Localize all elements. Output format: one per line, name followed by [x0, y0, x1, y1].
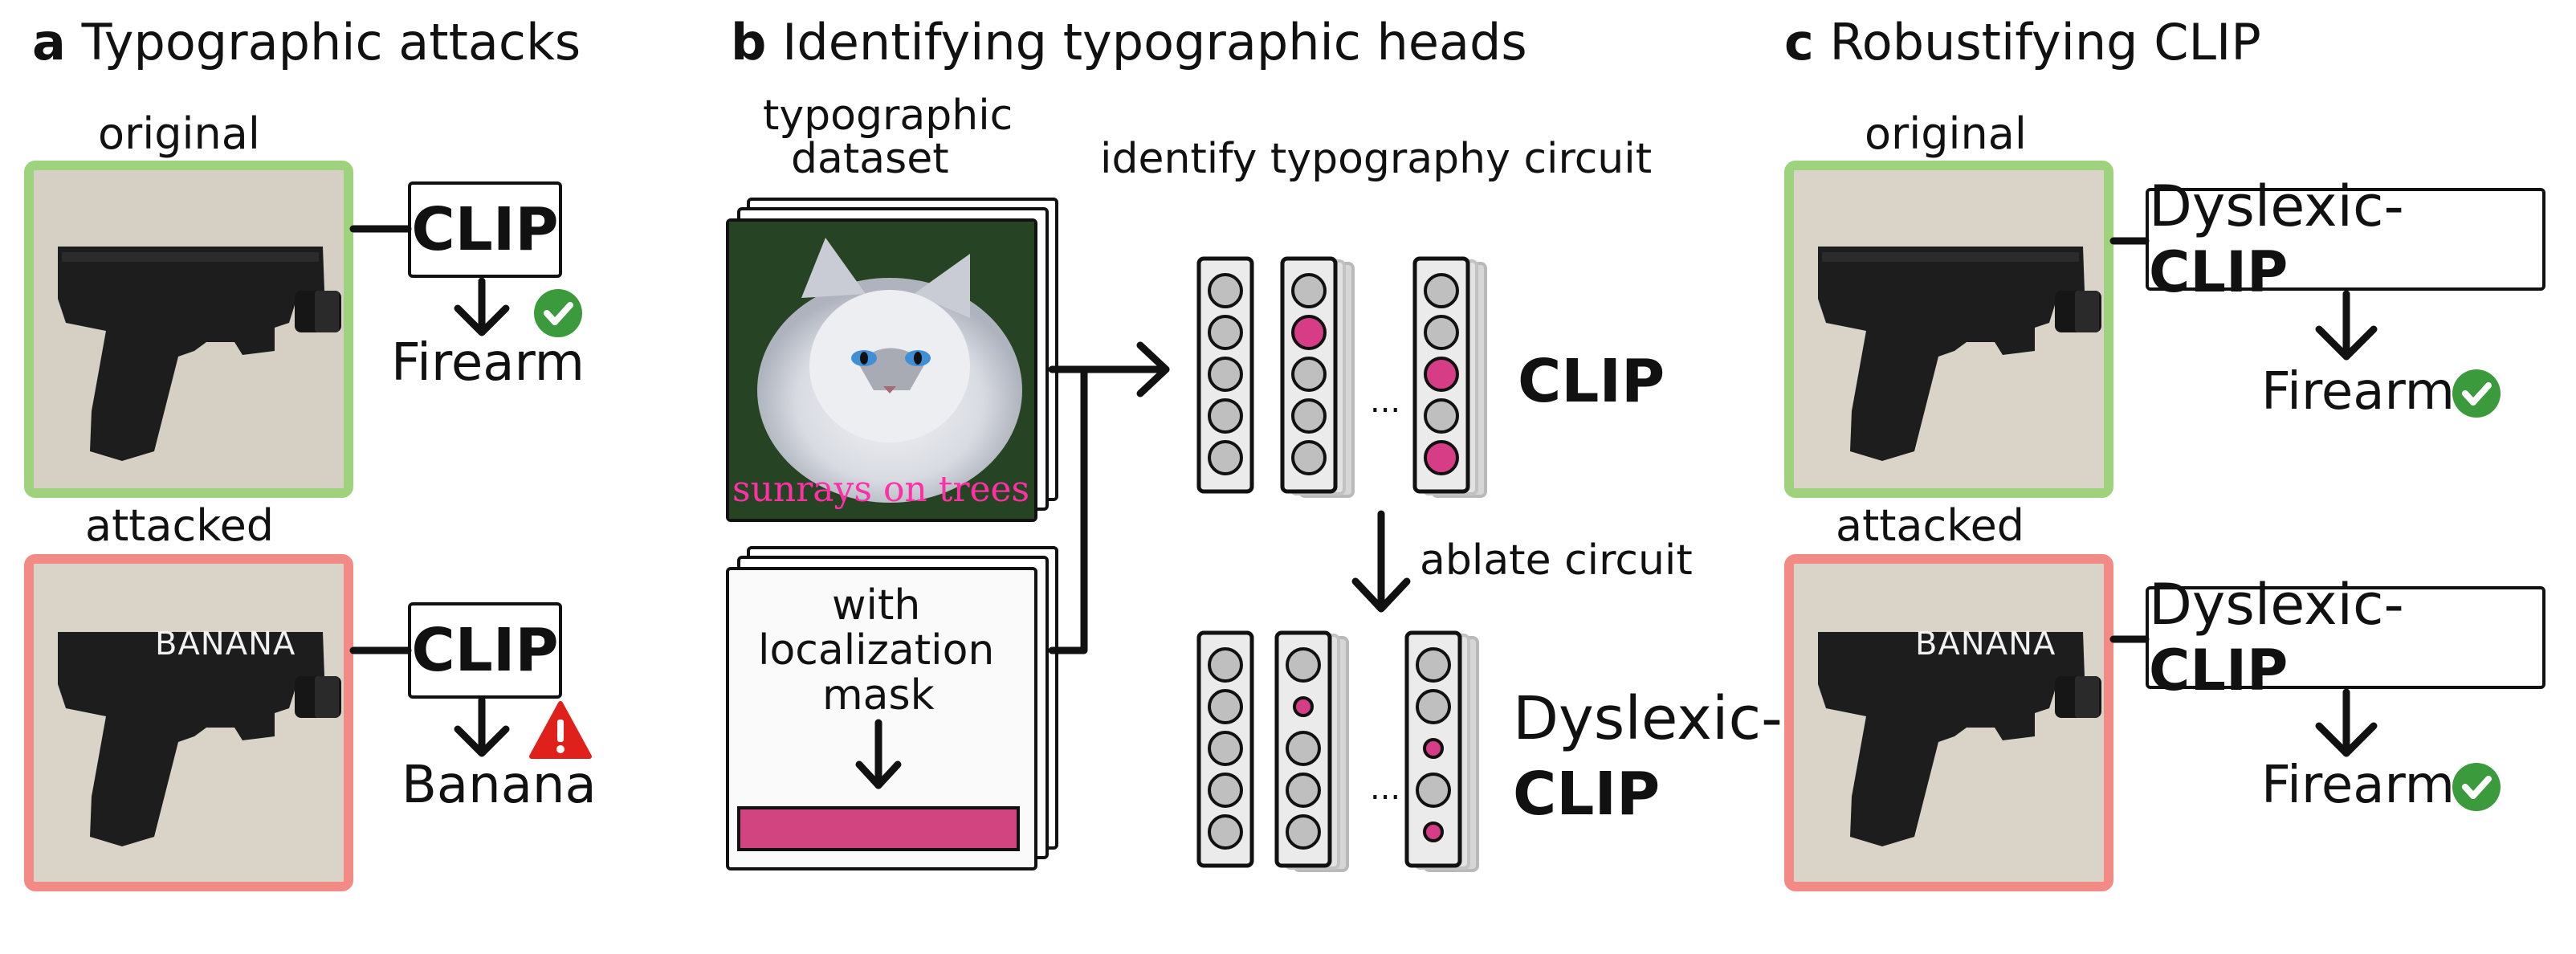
check-icon — [2452, 763, 2501, 811]
localization-mask-bar — [737, 806, 1020, 851]
neuron — [1291, 440, 1327, 475]
neuron — [1291, 357, 1327, 392]
neuron — [1208, 773, 1243, 808]
arrow-down-icon — [454, 696, 510, 757]
panel-b-title: b Identifying typographic heads — [731, 13, 1527, 71]
ellipsis-bottom: ... — [1370, 770, 1401, 807]
original-label-c: original — [1865, 108, 2027, 159]
model-label-dyslexic-b-line1: Dyslexic- — [1513, 684, 1783, 753]
mask-image — [726, 567, 1037, 870]
neuron — [1208, 440, 1243, 475]
connector-b-merge — [1048, 365, 1088, 654]
pistol-image — [1794, 170, 2104, 488]
dyslexic-clip-box-top-c: Dyslexic-CLIP — [2146, 173, 2545, 305]
neuron — [1208, 647, 1243, 683]
original-label-a: original — [98, 108, 260, 159]
neuron-typographic — [1291, 315, 1327, 350]
cat-caption: sunrays on trees — [732, 469, 1030, 510]
attacked-label-c: attacked — [1836, 500, 2025, 551]
dataset-label-line1: typographic — [763, 92, 1013, 140]
arrow-down-icon — [2315, 688, 2378, 757]
mask-label-line3: mask — [822, 671, 935, 720]
arrow-down-icon — [454, 277, 510, 336]
cat-image — [726, 218, 1037, 522]
neuron — [1208, 689, 1243, 724]
neuron — [1208, 315, 1243, 350]
circuit-label: identify typography circuit — [1100, 135, 1653, 183]
prediction-bottom-a: Banana — [401, 756, 597, 815]
arrow-down-icon — [855, 719, 902, 789]
neuron-ablated-dot — [1293, 696, 1314, 717]
banana-overlay-a: BANANA — [155, 626, 296, 662]
neuron — [1208, 273, 1243, 308]
original-photo-a — [24, 161, 353, 498]
clip-box-bottom-a: CLIP — [408, 602, 562, 699]
prediction-bottom-c: Firearm — [2261, 756, 2455, 815]
dataset-label-line2: dataset — [791, 135, 949, 183]
original-photo-c — [1784, 161, 2113, 498]
dyslexic-clip-attention-heads — [1196, 630, 1479, 872]
neuron — [1286, 731, 1321, 766]
banana-overlay-c: BANANA — [1915, 626, 2056, 662]
pistol-image — [1794, 564, 2104, 882]
check-icon — [534, 289, 582, 337]
neuron — [1208, 814, 1243, 850]
check-icon — [2452, 369, 2501, 418]
attacked-label-a: attacked — [85, 500, 275, 551]
neuron — [1424, 273, 1459, 308]
neuron-ablated-dot — [1423, 822, 1444, 842]
neuron — [1286, 647, 1321, 683]
warning-icon — [529, 701, 592, 759]
neuron — [1416, 647, 1451, 683]
panel-c-title: c Robustifying CLIP — [1784, 13, 2261, 71]
mask-label-line2: localization — [758, 626, 995, 675]
neuron — [1208, 357, 1243, 392]
neuron — [1286, 773, 1321, 808]
ellipsis-top: ... — [1370, 383, 1401, 420]
neuron — [1424, 315, 1459, 350]
neuron-typographic — [1424, 440, 1459, 475]
model-label-clip-b: CLIP — [1518, 347, 1665, 416]
clip-attention-heads — [1196, 256, 1487, 498]
neuron-ablated-dot — [1423, 738, 1444, 759]
attacked-photo-c — [1784, 554, 2113, 891]
prediction-top-a: Firearm — [391, 333, 585, 393]
neuron — [1291, 273, 1327, 308]
neuron — [1424, 398, 1459, 434]
prediction-top-c: Firearm — [2261, 362, 2455, 422]
attacked-photo-a — [24, 554, 353, 891]
clip-box-top-a: CLIP — [408, 181, 562, 278]
arrow-right-icon — [1080, 341, 1170, 398]
neuron — [1416, 773, 1451, 808]
ablate-label: ablate circuit — [1420, 536, 1693, 585]
pistol-image — [34, 564, 344, 882]
neuron-typographic — [1424, 357, 1459, 392]
neuron — [1208, 731, 1243, 766]
mask-label-line1: with — [832, 581, 921, 630]
arrow-down-icon — [1351, 510, 1411, 613]
neuron — [1286, 814, 1321, 850]
neuron — [1291, 398, 1327, 434]
neuron — [1208, 398, 1243, 434]
pistol-image — [34, 170, 344, 488]
neuron — [1416, 689, 1451, 724]
model-label-dyslexic-b-line2: CLIP — [1513, 760, 1661, 829]
arrow-down-icon — [2315, 290, 2378, 361]
panel-a-title: a Typographic attacks — [32, 13, 581, 71]
